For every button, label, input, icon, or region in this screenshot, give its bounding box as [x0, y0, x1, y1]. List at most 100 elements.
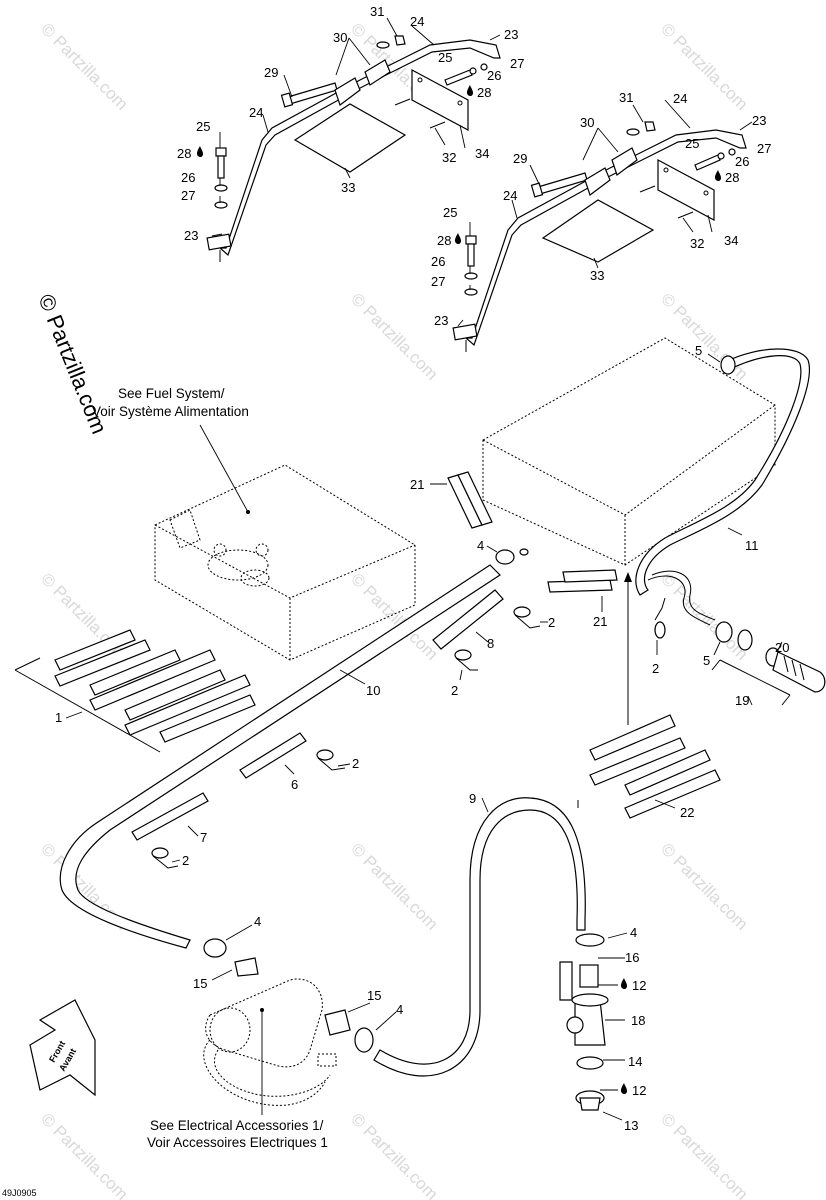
front-arrow [29, 999, 96, 1097]
callout-13: 13 [624, 1118, 638, 1133]
callout-29: 29 [513, 151, 527, 166]
callout-26: 26 [487, 68, 501, 83]
callout-34: 34 [724, 233, 738, 248]
callout-14: 14 [628, 1054, 642, 1069]
note-fuel-system-1: See Fuel System/ [118, 386, 225, 401]
clamps [151, 353, 736, 1053]
callout-33: 33 [341, 180, 355, 195]
pads-21 [430, 471, 618, 612]
callout-26: 26 [431, 254, 445, 269]
callout-25: 25 [438, 50, 452, 65]
fuel-tank-right [482, 337, 776, 566]
callout-12: 12 [632, 1083, 646, 1098]
diagram-id: 49J0905 [2, 1188, 37, 1198]
bracket-assembly-left [206, 17, 501, 262]
callout-2: 2 [451, 683, 458, 698]
callout-28: 28 [177, 146, 191, 161]
callout-21: 21 [593, 614, 607, 629]
pads-22 [589, 714, 721, 819]
callout-15: 15 [367, 988, 381, 1003]
pads-left [14, 629, 256, 753]
callout-21: 21 [410, 477, 424, 492]
watermark: © Partzilla.com [657, 19, 751, 113]
callout-5: 5 [695, 343, 702, 358]
note-electrical-2: Voir Accessoires Electriques 1 [147, 1135, 328, 1150]
note-fuel-system-2: Voir Système Alimentation [92, 404, 249, 419]
fuel-pump [203, 957, 371, 1115]
note-electrical-1: See Electrical Accessories 1/ [150, 1118, 324, 1133]
watermark: © Partzilla.com [657, 839, 751, 933]
callout-33: 33 [590, 268, 604, 283]
callout-24: 24 [503, 188, 517, 203]
callout-23: 23 [434, 313, 448, 328]
callout-24: 24 [249, 105, 263, 120]
callout-9: 9 [469, 791, 476, 806]
callout-26: 26 [735, 154, 749, 169]
fuel-tank-left [154, 424, 416, 661]
callout-28: 28 [437, 233, 451, 248]
drop-icon [466, 85, 473, 97]
callout-11: 11 [745, 538, 759, 553]
watermark: © Partzilla.com [657, 1109, 751, 1200]
valve-assembly [559, 957, 625, 1121]
callout-22: 22 [680, 805, 694, 820]
callout-34: 34 [475, 146, 489, 161]
callout-2: 2 [352, 756, 359, 771]
drop-icons [196, 85, 721, 1095]
hoses [59, 348, 810, 1077]
callout-27: 27 [757, 141, 771, 156]
callout-7: 7 [200, 830, 207, 845]
callout-18: 18 [631, 1013, 645, 1028]
watermark: © Partzilla.com [347, 1109, 441, 1200]
callout-29: 29 [264, 65, 278, 80]
watermark: © Partzilla.com [657, 569, 751, 663]
callout-32: 32 [442, 150, 456, 165]
callout-12: 12 [632, 978, 646, 993]
callout-4: 4 [396, 1002, 403, 1017]
watermark: © Partzilla.com [37, 19, 131, 113]
callout-26: 26 [181, 170, 195, 185]
callout-6: 6 [291, 777, 298, 792]
callout-15: 15 [193, 976, 207, 991]
drop-icon [714, 170, 721, 182]
drop-icon [620, 1083, 627, 1095]
callout-32: 32 [690, 236, 704, 251]
callout-28: 28 [725, 170, 739, 185]
watermark: © Partzilla.com [37, 1109, 131, 1200]
callout-27: 27 [431, 274, 445, 289]
callout-27: 27 [181, 188, 195, 203]
flow-arrow [624, 572, 632, 725]
callout-28: 28 [477, 85, 491, 100]
callout-24: 24 [410, 14, 424, 29]
callout-2: 2 [182, 853, 189, 868]
callout-19: 19 [735, 693, 749, 708]
callout-4: 4 [254, 914, 261, 929]
bracket-assembly-right [452, 99, 753, 352]
callout-27: 27 [510, 56, 524, 71]
callout-5: 5 [703, 653, 710, 668]
drop-icon [620, 978, 627, 990]
callout-4: 4 [477, 538, 484, 553]
callout-20: 20 [775, 640, 789, 655]
drop-icon [196, 146, 203, 158]
callout-25: 25 [196, 119, 210, 134]
watermark: © Partzilla.com [347, 839, 441, 933]
callout-8: 8 [487, 636, 494, 651]
callout-25: 25 [685, 136, 699, 151]
callout-2: 2 [548, 615, 555, 630]
watermark: © Partzilla.com [347, 289, 441, 383]
callout-23: 23 [504, 27, 518, 42]
callout-30: 30 [333, 30, 347, 45]
callout-24: 24 [673, 91, 687, 106]
callout-16: 16 [625, 950, 639, 965]
callout-30: 30 [580, 115, 594, 130]
callout-31: 31 [619, 90, 633, 105]
callout-31: 31 [370, 4, 384, 19]
callout-10: 10 [366, 683, 380, 698]
watermark: © Partzilla.com [657, 289, 751, 383]
callout-2: 2 [652, 661, 659, 676]
callout-4: 4 [630, 925, 637, 940]
filler-neck [711, 629, 826, 706]
callout-23: 23 [752, 113, 766, 128]
